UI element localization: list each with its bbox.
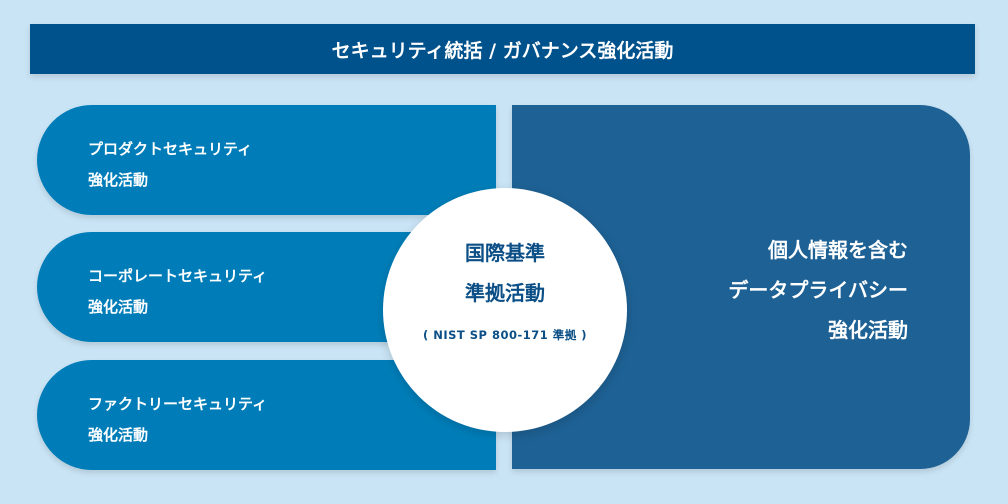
block-label: ファクトリーセキュリティ bbox=[88, 395, 268, 413]
privacy-line3: 強化活動 bbox=[828, 318, 908, 342]
international-standard-circle: 国際基準準拠活動 ( NIST SP 800-171 準拠 ) bbox=[383, 188, 627, 432]
privacy-line1: 個人情報を含む bbox=[768, 238, 908, 262]
block-sublabel: 強化活動 bbox=[88, 426, 149, 444]
header-banner: セキュリティ統括 / ガバナンス強化活動 bbox=[30, 24, 975, 74]
block-label: プロダクトセキュリティ bbox=[88, 140, 253, 158]
product-security-block: プロダクトセキュリティ強化活動 bbox=[37, 105, 496, 215]
privacy-line2: データプライバシー bbox=[728, 278, 908, 302]
block-sublabel: 強化活動 bbox=[88, 171, 149, 189]
header-title: セキュリティ統括 / ガバナンス強化活動 bbox=[331, 39, 674, 62]
center-line1: 国際基準 bbox=[465, 241, 545, 265]
center-line2: 準拠活動 bbox=[465, 281, 545, 305]
block-sublabel: 強化活動 bbox=[88, 298, 149, 316]
center-note: ( NIST SP 800-171 準拠 ) bbox=[422, 328, 588, 342]
block-label: コーポレートセキュリティ bbox=[88, 267, 268, 285]
